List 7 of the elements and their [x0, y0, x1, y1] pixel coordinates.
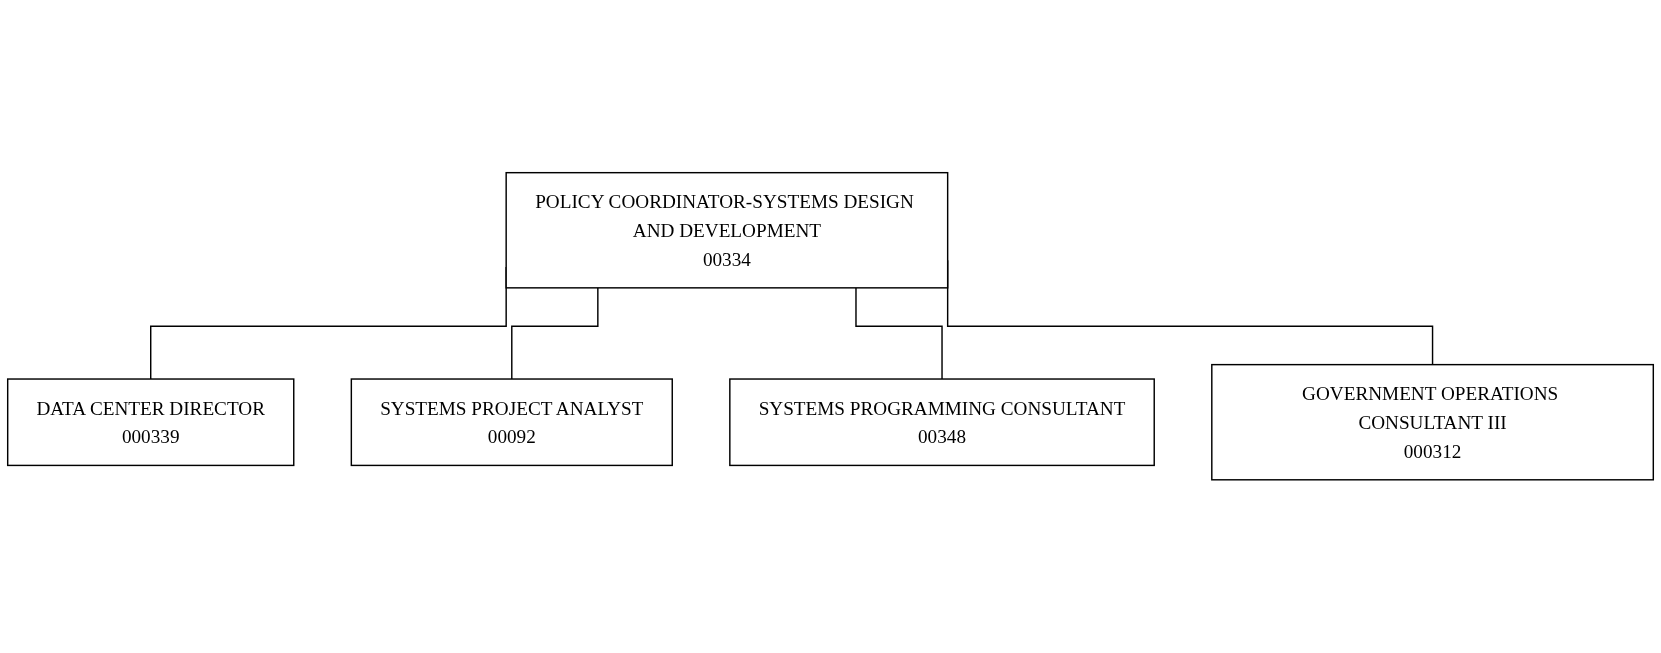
node-box: POLICY COORDINATOR-SYSTEMS DESIGN AND DEVELOPMENT 00334 — [505, 172, 949, 289]
node-box: DATA CENTER DIRECTOR 000339 — [7, 378, 295, 467]
node-box: SYSTEMS PROJECT ANALYST 00092 — [350, 378, 673, 467]
node-box: SYSTEMS PROGRAMMING CONSULTANT 00348 — [729, 378, 1155, 467]
node-box: GOVERNMENT OPERATIONS CONSULTANT III 000312 — [1211, 364, 1654, 481]
connector — [855, 287, 943, 380]
connector — [511, 287, 599, 380]
